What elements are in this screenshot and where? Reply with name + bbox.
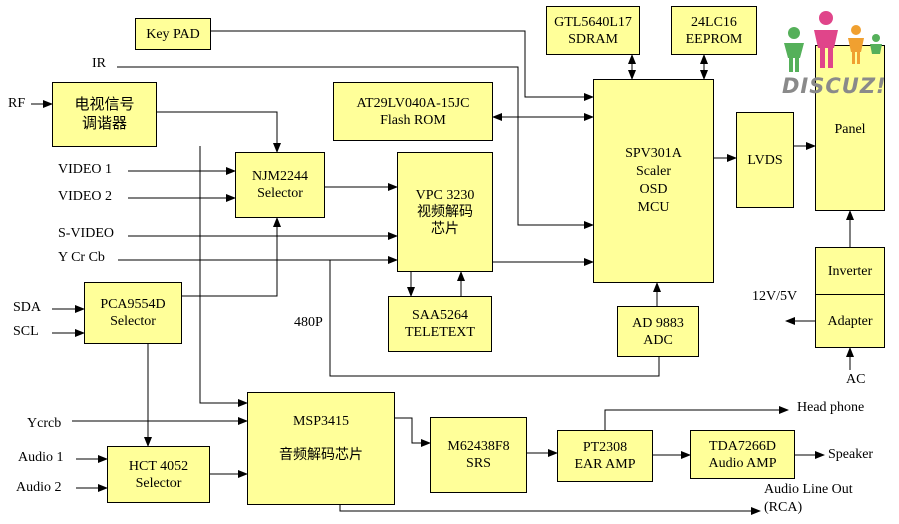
eeprom-label-2: EEPROM <box>685 31 743 47</box>
svideo-label: S-VIDEO <box>58 226 114 241</box>
scl-label: SCL <box>13 324 39 339</box>
480p-label: 480P <box>294 315 323 330</box>
njm-label-1: NJM2244 <box>251 169 308 184</box>
pt-label-2: EAR AMP <box>574 457 636 472</box>
audio1-label: Audio 1 <box>18 450 64 465</box>
scaler-label-2: Scaler <box>636 164 671 179</box>
line-out-rca-label: (RCA) <box>764 500 803 515</box>
pt-label-1: PT2308 <box>582 440 628 455</box>
flash-label-1: AT29LV040A-15JC <box>356 95 470 111</box>
adc-label-1: AD 9883 <box>632 315 684 331</box>
hct-selector-block: HCT 4052 Selector <box>107 446 210 503</box>
pca-selector-block: PCA9554D Selector <box>84 282 182 344</box>
ycrcb-label: Y Cr Cb <box>58 250 105 265</box>
audio2-label: Audio 2 <box>16 480 62 495</box>
tda-amp-block: TDA7266D Audio AMP <box>690 430 795 479</box>
ac-label: AC <box>846 372 866 387</box>
inverter-label: Inverter <box>827 263 873 279</box>
power-12v-5v-label: 12V/5V <box>752 289 798 304</box>
tda-label-2: Audio AMP <box>708 455 777 471</box>
discuz-logo <box>784 11 882 72</box>
m624-label-2: SRS <box>466 456 491 471</box>
keypad-label: Key PAD <box>146 26 200 42</box>
logo-figures <box>784 11 882 72</box>
hct-label-2: Selector <box>135 475 182 491</box>
pt2308-block: PT2308 EAR AMP <box>557 430 653 482</box>
discuz-logo-text: DISCUZ! <box>782 74 887 98</box>
vpc-label-3: 芯片 <box>431 221 459 237</box>
keypad-block: Key PAD <box>135 18 211 50</box>
sdram-block: GTL5640L17 SDRAM <box>546 6 640 55</box>
eeprom-block: 24LC16 EEPROM <box>671 6 757 55</box>
tuner-block: 电视信号 调谐器 <box>52 82 157 147</box>
m62438-srs-block: M62438F8 SRS <box>430 417 527 493</box>
scaler-label-1: SPV301A <box>625 146 682 161</box>
line-out-label: Audio Line Out <box>764 482 853 497</box>
vpc-label-2: 视频解码 <box>417 204 473 220</box>
sda-label: SDA <box>13 300 42 315</box>
inverter-block: Inverter <box>815 247 885 295</box>
saa-teletext-block: SAA5264 TELETEXT <box>388 296 492 352</box>
video1-label: VIDEO 1 <box>58 162 113 177</box>
flash-rom-block: AT29LV040A-15JC Flash ROM <box>333 82 493 141</box>
scaler-label-4: MCU <box>637 200 670 215</box>
vpc-label-1: VPC 3230 <box>415 187 475 203</box>
lvds-block: LVDS <box>736 112 794 208</box>
hct-label-1: HCT 4052 <box>128 458 189 474</box>
njm-label-2: Selector <box>257 186 303 201</box>
saa-label-1: SAA5264 <box>411 308 468 323</box>
pca-label-1: PCA9554D <box>100 297 166 312</box>
panel-label: Panel <box>834 122 866 137</box>
scaler-label-3: OSD <box>639 182 668 197</box>
lvds-label: LVDS <box>747 152 783 168</box>
scaler-block: SPV301A Scaler OSD MCU <box>593 79 714 283</box>
video2-label: VIDEO 2 <box>58 189 113 204</box>
tda-label-1: TDA7266D <box>709 438 776 454</box>
msp-label-1: MSP3415 <box>292 414 350 429</box>
headphone-label: Head phone <box>797 400 865 415</box>
m624-label-1: M62438F8 <box>447 439 510 454</box>
adc-block: AD 9883 ADC <box>617 306 699 357</box>
connection-lines <box>31 30 854 515</box>
flash-label-2: Flash ROM <box>380 112 446 128</box>
njm-selector-block: NJM2244 Selector <box>235 152 325 218</box>
panel-block: Panel <box>815 45 885 211</box>
ir-label: IR <box>92 56 106 71</box>
msp-label-3: 音频解码芯片 <box>279 448 363 463</box>
tuner-label-1: 电视信号 <box>74 96 135 113</box>
sdram-label-2: SDRAM <box>568 31 618 47</box>
tuner-label-2: 调谐器 <box>81 115 127 132</box>
ycrcb-audio-label: Ycrcb <box>27 416 62 431</box>
rf-label: RF <box>8 96 26 111</box>
adapter-label: Adapter <box>827 313 873 329</box>
sdram-label-1: GTL5640L17 <box>554 14 632 30</box>
adc-label-2: ADC <box>643 332 673 348</box>
vpc-decoder-block: VPC 3230 视频解码 芯片 <box>397 152 493 272</box>
pca-label-2: Selector <box>110 314 156 329</box>
msp-decoder-block: MSP3415 音频解码芯片 <box>247 392 395 505</box>
speaker-label: Speaker <box>828 447 874 462</box>
adapter-block: Adapter <box>815 294 885 348</box>
eeprom-label-1: 24LC16 <box>691 14 737 30</box>
saa-label-2: TELETEXT <box>405 325 475 340</box>
